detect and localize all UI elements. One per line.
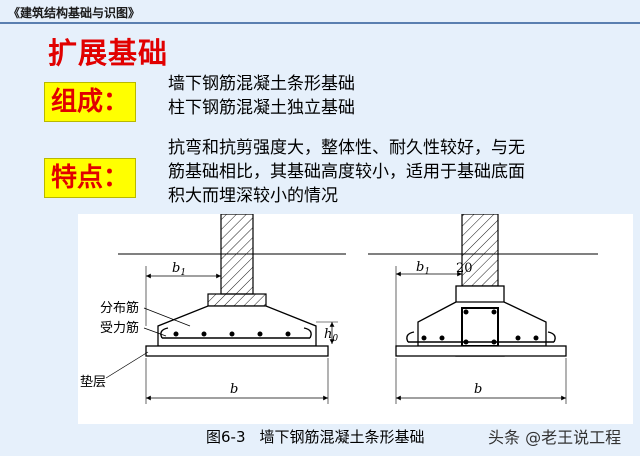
- left-b1-label: b1: [172, 261, 186, 278]
- header-book-title: 《建筑结构基础与识图》: [8, 6, 141, 20]
- cushion-label: 垫层: [80, 374, 106, 390]
- left-h0-label: h0: [324, 327, 338, 344]
- right-wall: [461, 213, 499, 287]
- feature-line-1: 抗弯和抗剪强度大，整体性、耐久性较好，与无: [168, 138, 525, 158]
- right-section: b1 20 b: [368, 213, 598, 404]
- right-b1-label: b1: [416, 260, 430, 277]
- left-wall: [220, 213, 254, 295]
- caption-number: 图6-3: [206, 428, 246, 446]
- foundation-figure: b1 h0 b 分布筋 受力筋 垫层: [78, 213, 633, 424]
- right-dim-20-label: 20: [456, 261, 473, 276]
- composition-label: 组成：: [44, 82, 137, 122]
- composition-item-2: 柱下钢筋混凝土独立基础: [168, 98, 355, 118]
- left-footing: [157, 305, 317, 347]
- left-wall-step: [207, 293, 267, 307]
- right-b-label: b: [474, 382, 482, 397]
- composition-item-1: 墙下钢筋混凝土条形基础: [168, 74, 355, 94]
- left-cushion: [145, 345, 329, 357]
- feature-line-3: 积大而埋深较小的情况: [168, 186, 338, 206]
- feature-label: 特点：: [44, 158, 137, 198]
- distribution-bar-label: 分布筋: [100, 300, 139, 316]
- right-cushion: [395, 345, 567, 357]
- caption-title: 墙下钢筋混凝土条形基础: [259, 428, 425, 446]
- main-bar-label: 受力筋: [100, 320, 139, 336]
- slide-title: 扩展基础: [48, 36, 169, 70]
- figure-caption: 图6-3 墙下钢筋混凝土条形基础: [206, 426, 425, 447]
- left-section: b1 h0 b 分布筋 受力筋 垫层: [80, 213, 346, 404]
- watermark: 头条 @老王说工程: [488, 428, 622, 447]
- header-divider: [0, 22, 640, 24]
- foundation-drawing: b1 h0 b 分布筋 受力筋 垫层: [80, 213, 598, 404]
- feature-line-2: 筋基础相比，其基础高度较小，适用于基础底面: [168, 162, 525, 182]
- left-b-label: b: [230, 382, 238, 397]
